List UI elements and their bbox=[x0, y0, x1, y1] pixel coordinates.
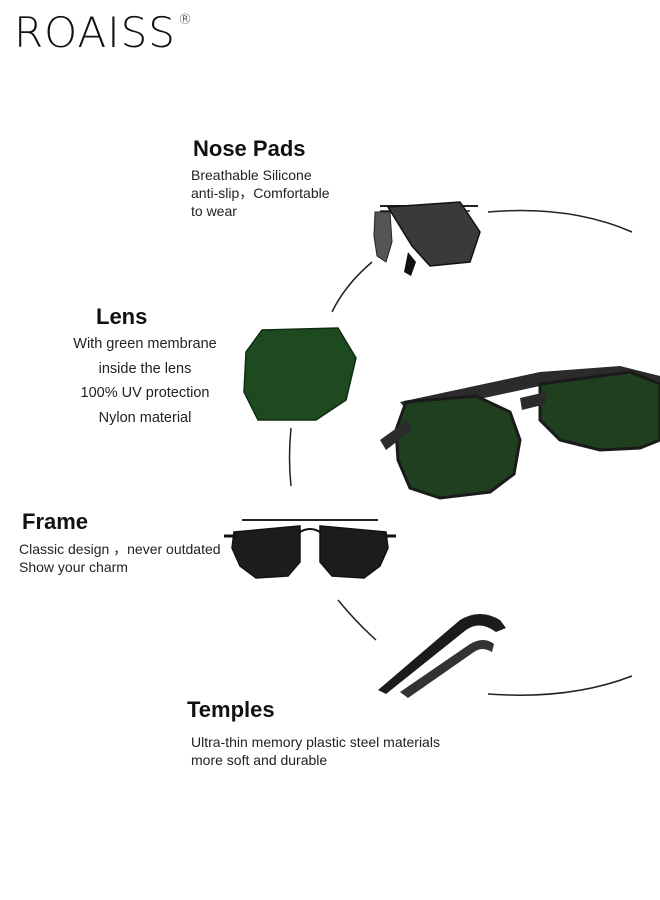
arc-bottom-right bbox=[487, 675, 633, 696]
arc-lower-left bbox=[337, 599, 377, 641]
arc-top-right bbox=[487, 209, 633, 233]
nose-pads-image bbox=[373, 201, 481, 276]
temples-title: Temples bbox=[187, 697, 275, 722]
sunglasses-closeup-image bbox=[380, 366, 660, 500]
frame-line: Show your charm bbox=[19, 559, 128, 575]
frame-description: Classic design ，never outdated Show your… bbox=[19, 540, 221, 576]
nose-pads-line: anti-slip，Comfortable bbox=[191, 185, 330, 201]
arc-left bbox=[288, 427, 292, 487]
registered-mark: ® bbox=[177, 12, 193, 28]
frame-title: Frame bbox=[22, 509, 89, 534]
nose-pads-line: Breathable Silicone bbox=[191, 167, 312, 183]
temples-line: more soft and durable bbox=[191, 752, 328, 768]
nose-pads-description: Breathable Silicone anti-slip，Comfortabl… bbox=[191, 166, 330, 220]
arc-upper-left bbox=[331, 261, 373, 313]
temples-line: Ultra-thin memory plastic steel material… bbox=[191, 734, 440, 750]
green-lens-image bbox=[243, 327, 357, 421]
lens-line: With green membrane bbox=[73, 336, 217, 352]
frame-image bbox=[224, 519, 396, 579]
lens-line: Nylon material bbox=[98, 409, 192, 426]
lens-line: inside the lens bbox=[98, 360, 192, 377]
brand-name: ROAISS bbox=[14, 8, 176, 57]
temples-image bbox=[378, 614, 506, 698]
nose-pads-title: Nose Pads bbox=[193, 136, 306, 161]
lens-line: 100% UV protection bbox=[80, 385, 210, 401]
frame-line: Classic design ，never outdated bbox=[19, 541, 221, 557]
lens-title: Lens bbox=[96, 304, 148, 329]
nose-pads-line: to wear bbox=[191, 203, 237, 219]
temples-description: Ultra-thin memory plastic steel material… bbox=[191, 733, 440, 769]
lens-description: With green membrane inside the lens 100%… bbox=[62, 332, 228, 430]
brand-logo: ROAISS® bbox=[14, 8, 193, 57]
